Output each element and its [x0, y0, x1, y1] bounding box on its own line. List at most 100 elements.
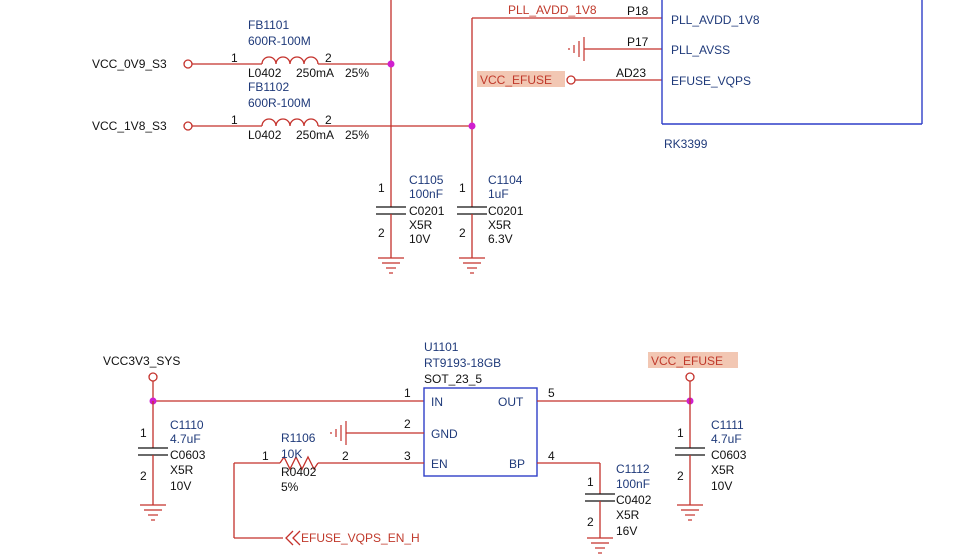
- c1110-pin2: 2: [140, 469, 147, 483]
- c1111-pin1: 1: [677, 426, 684, 440]
- c1110-ref: C1110: [170, 418, 204, 432]
- net-label-vcc-1v8: VCC_1V8_S3: [92, 119, 167, 133]
- net-port-vcc-1v8: [183, 121, 193, 131]
- net-label-vcc-efuse-bottom: VCC_EFUSE: [651, 354, 723, 368]
- net-port-vcc-efuse: [566, 75, 576, 85]
- c1104-ref: C1104: [488, 173, 523, 187]
- c1104-footprint: C0201: [488, 204, 524, 218]
- c1112-pin1: 1: [587, 475, 594, 489]
- fb1101-pin2: 2: [325, 51, 332, 65]
- c1110-voltage: 10V: [170, 479, 191, 493]
- r1106-pin2: 2: [342, 449, 349, 463]
- fb1101-pin1: 1: [231, 51, 238, 65]
- resistor-zigzag: [279, 455, 319, 471]
- regulator-u1101: U1101 RT9193-18GB SOT_23_5 IN GND EN OUT…: [404, 340, 555, 477]
- chip-rk3399: PLL_AVDD_1V8 PLL_AVSS EFUSE_VQPS RK3399: [661, 0, 923, 151]
- capacitor-c1104: 1 2 C1104 1uF C0201 X5R 6.3V: [457, 173, 524, 274]
- c1104-voltage: 6.3V: [488, 232, 513, 246]
- capacitor-c1111: 1 2 C1111 4.7uF C0603 X5R 10V: [675, 401, 747, 521]
- fb1102-current: 250mA: [296, 128, 334, 142]
- net-port-vcc-0v9: [183, 59, 193, 69]
- chip-pin-number-p18: P18: [627, 4, 649, 18]
- c1104-pin1: 1: [459, 181, 466, 195]
- fb1102-pin2: 2: [325, 113, 332, 127]
- c1111-ref: C1111: [711, 418, 744, 432]
- net-label-efuse-en: EFUSE_VQPS_EN_H: [301, 531, 420, 545]
- fb1102-value: 600R-100M: [248, 96, 311, 110]
- capacitor-c1112: 1 2 C1112 100nF C0402 X5R 16V: [585, 462, 652, 554]
- ground-symbol: [568, 37, 585, 61]
- fb1102-tolerance: 25%: [345, 128, 369, 142]
- fb1101-footprint: L0402: [248, 66, 282, 80]
- c1112-footprint: C0402: [616, 493, 652, 507]
- fb1102-ref: FB1102: [248, 80, 289, 94]
- ground-symbol: [459, 257, 485, 274]
- c1111-dielectric: X5R: [711, 463, 735, 477]
- junction-dot: [468, 122, 476, 130]
- r1106-footprint: R0402: [281, 465, 317, 479]
- c1110-footprint: C0603: [170, 448, 206, 462]
- c1112-value: 100nF: [616, 477, 650, 491]
- ground-symbol: [140, 504, 166, 521]
- chip-pin-name-pll-avdd: PLL_AVDD_1V8: [671, 13, 760, 27]
- fb1102-pin1: 1: [231, 113, 238, 127]
- c1104-pin2: 2: [459, 226, 466, 240]
- u1101-pin-in: IN: [431, 395, 443, 409]
- c1105-dielectric: X5R: [409, 218, 433, 232]
- ground-symbol: [378, 257, 404, 274]
- inductor-coil: [261, 56, 319, 65]
- fb1101-tolerance: 25%: [345, 66, 369, 80]
- c1112-dielectric: X5R: [616, 508, 640, 522]
- r1106-tolerance: 5%: [281, 480, 299, 494]
- c1112-pin2: 2: [587, 515, 594, 529]
- net-label-vcc-0v9: VCC_0V9_S3: [92, 57, 167, 71]
- fb1102-footprint: L0402: [248, 128, 282, 142]
- c1111-voltage: 10V: [711, 479, 732, 493]
- offpage-connector-icon: [285, 530, 301, 546]
- c1110-pin1: 1: [140, 426, 147, 440]
- resistor-r1106: 1 2 R1106 10K R0402 5%: [234, 431, 424, 494]
- r1106-value: 10K: [281, 447, 302, 461]
- net-port-vcc3v3: [148, 372, 158, 382]
- r1106-pin1: 1: [262, 449, 269, 463]
- junction-dot: [387, 60, 395, 68]
- c1111-pin2: 2: [677, 469, 684, 483]
- net-label-pll-avdd: PLL_AVDD_1V8: [508, 3, 597, 17]
- u1101-pin-bp: BP: [509, 457, 525, 471]
- net-highlight: [648, 352, 738, 368]
- ferrite-bead-fb1102: VCC_1V8_S3 FB1102 600R-100M 1 2 L0402 25…: [92, 80, 472, 142]
- u1101-pinnum-1: 1: [404, 386, 411, 400]
- c1110-dielectric: X5R: [170, 463, 194, 477]
- c1105-footprint: C0201: [409, 204, 445, 218]
- inductor-coil: [261, 118, 319, 127]
- fb1101-current: 250mA: [296, 66, 334, 80]
- net-label-vcc3v3: VCC3V3_SYS: [103, 354, 180, 368]
- net-highlight: [477, 71, 565, 87]
- ground-symbol: [587, 537, 613, 554]
- u1101-pinnum-4: 4: [548, 449, 555, 463]
- chip-pin-number-ad23: AD23: [616, 66, 646, 80]
- c1104-dielectric: X5R: [488, 218, 512, 232]
- c1111-footprint: C0603: [711, 448, 747, 462]
- u1101-part: RT9193-18GB: [424, 356, 501, 370]
- c1105-ref: C1105: [409, 173, 444, 187]
- net-label-vcc-efuse-top: VCC_EFUSE: [480, 73, 552, 87]
- u1101-pinnum-2: 2: [404, 417, 411, 431]
- capacitor-c1110: 1 2 C1110 4.7uF C0603 X5R 10V: [138, 401, 206, 521]
- chip-pin-name-pll-avss: PLL_AVSS: [671, 43, 730, 57]
- u1101-pin-en: EN: [431, 457, 448, 471]
- net-port-vcc-efuse-out: [685, 372, 695, 382]
- ferrite-bead-fb1101: VCC_0V9_S3 FB1101 600R-100M 1 2 L0402 25…: [92, 18, 391, 80]
- c1105-pin1: 1: [378, 181, 385, 195]
- u1101-pin-gnd: GND: [431, 427, 458, 441]
- chip-name: RK3399: [664, 137, 708, 151]
- c1105-value: 100nF: [409, 187, 443, 201]
- c1112-ref: C1112: [616, 462, 650, 476]
- r1106-ref: R1106: [281, 431, 316, 445]
- chip-pin-name-efuse-vqps: EFUSE_VQPS: [671, 74, 751, 88]
- u1101-pinnum-3: 3: [404, 449, 411, 463]
- c1105-voltage: 10V: [409, 232, 430, 246]
- u1101-pin-out: OUT: [498, 395, 524, 409]
- c1112-voltage: 16V: [616, 524, 637, 538]
